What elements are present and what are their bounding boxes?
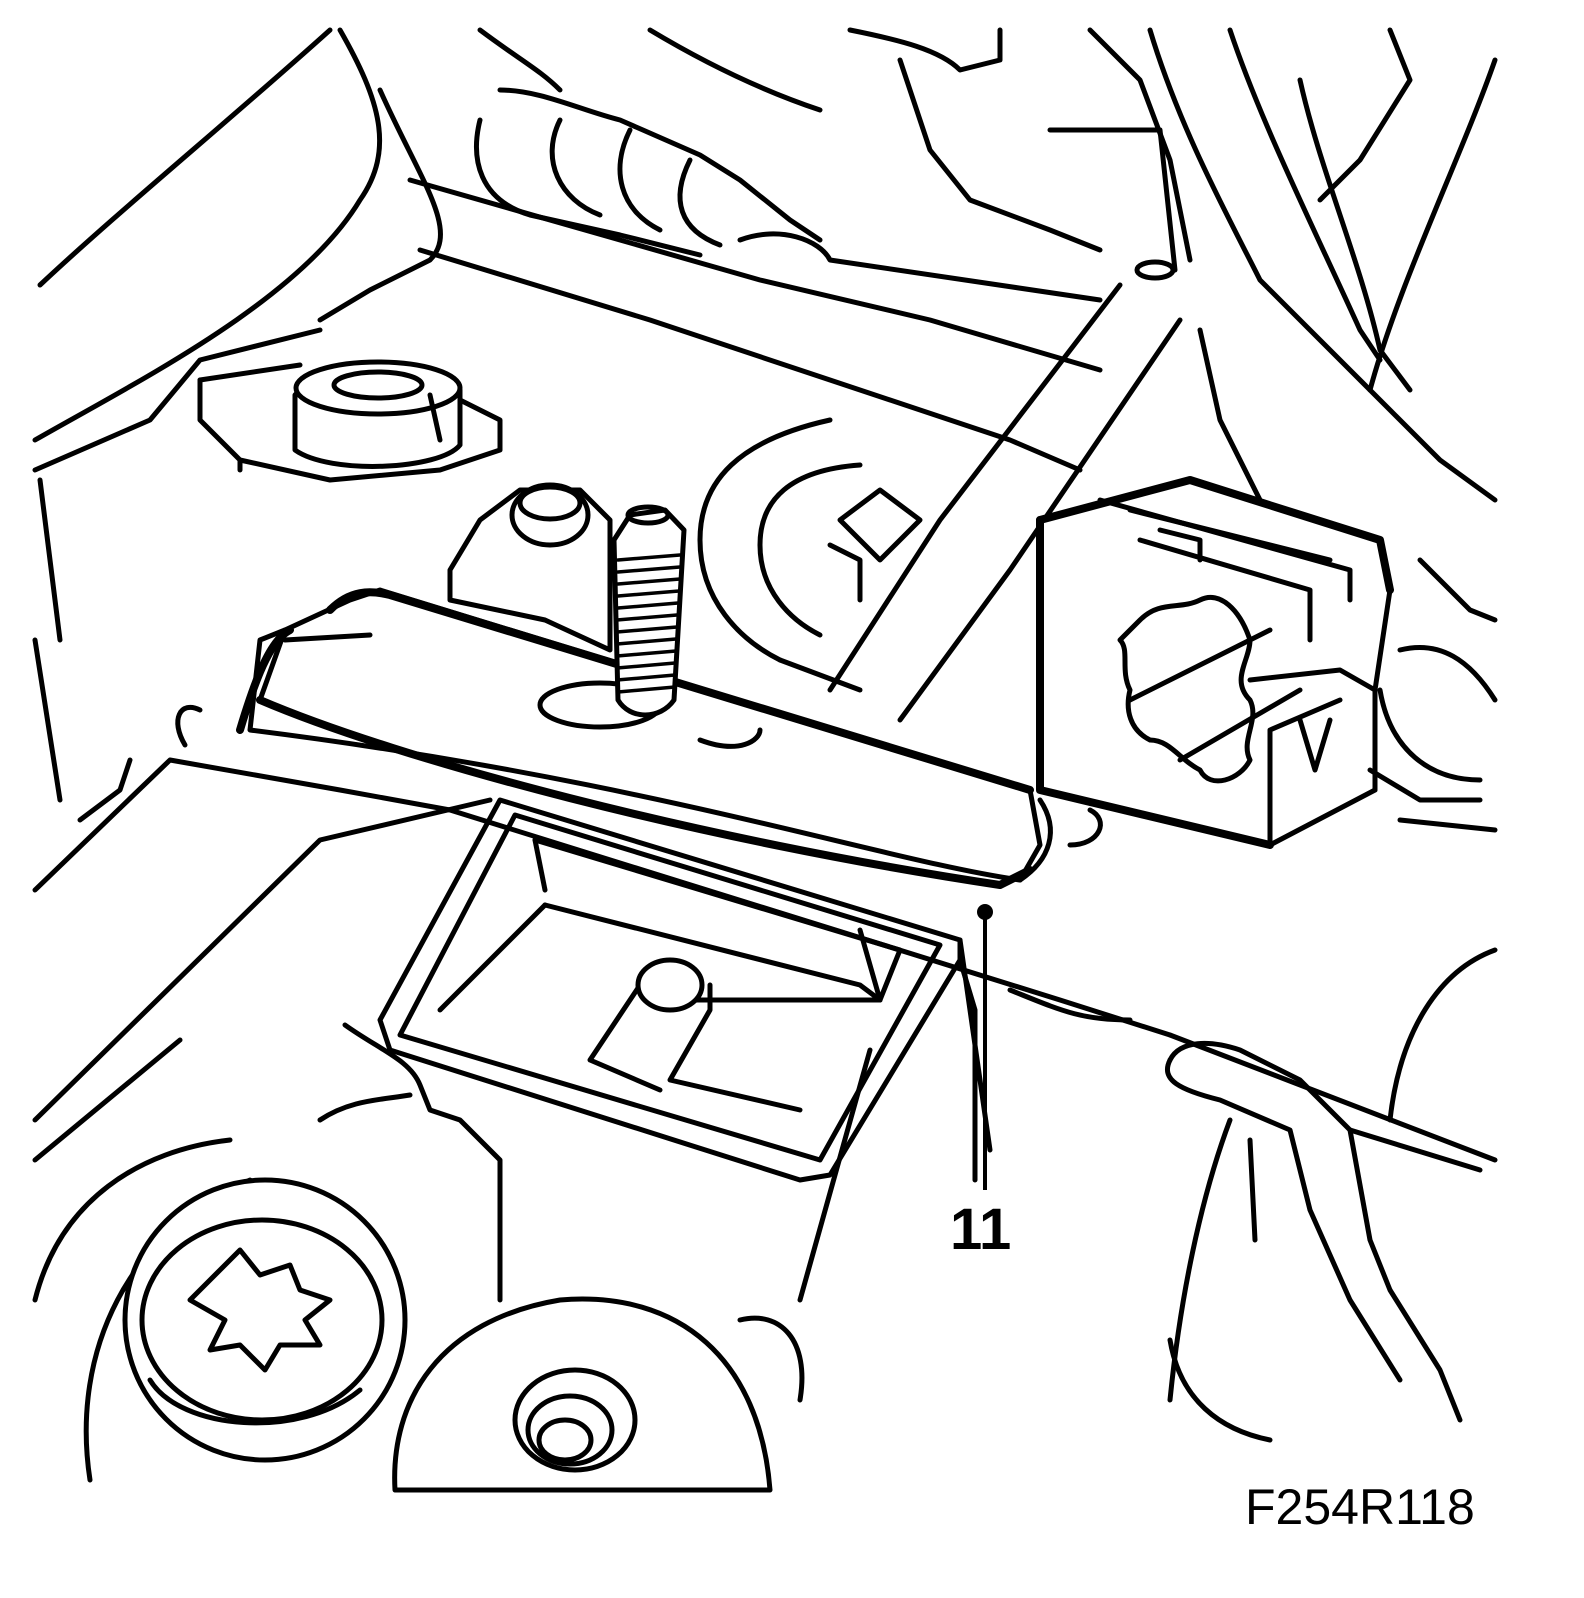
lower-right-components bbox=[1165, 557, 1498, 1443]
threaded-stud bbox=[611, 504, 687, 718]
cross-member bbox=[407, 177, 1263, 723]
pipe-bend bbox=[697, 417, 923, 693]
socket-boss bbox=[392, 1296, 805, 1493]
mounting-bracket bbox=[175, 587, 1103, 889]
left-lower-lines bbox=[32, 757, 183, 1163]
upper-left-housing bbox=[32, 27, 443, 803]
callout-label-11: 11 bbox=[950, 1197, 1012, 1262]
top-hoses bbox=[474, 27, 1498, 503]
torx-bolt bbox=[32, 1137, 408, 1483]
round-knob bbox=[447, 482, 613, 653]
lower-housing bbox=[32, 757, 1498, 1303]
bushing-mount bbox=[197, 359, 503, 483]
rubber-clip bbox=[1036, 476, 1394, 849]
callout-11-leader bbox=[977, 904, 993, 1190]
figure-id: F254R118 bbox=[1245, 1479, 1475, 1535]
